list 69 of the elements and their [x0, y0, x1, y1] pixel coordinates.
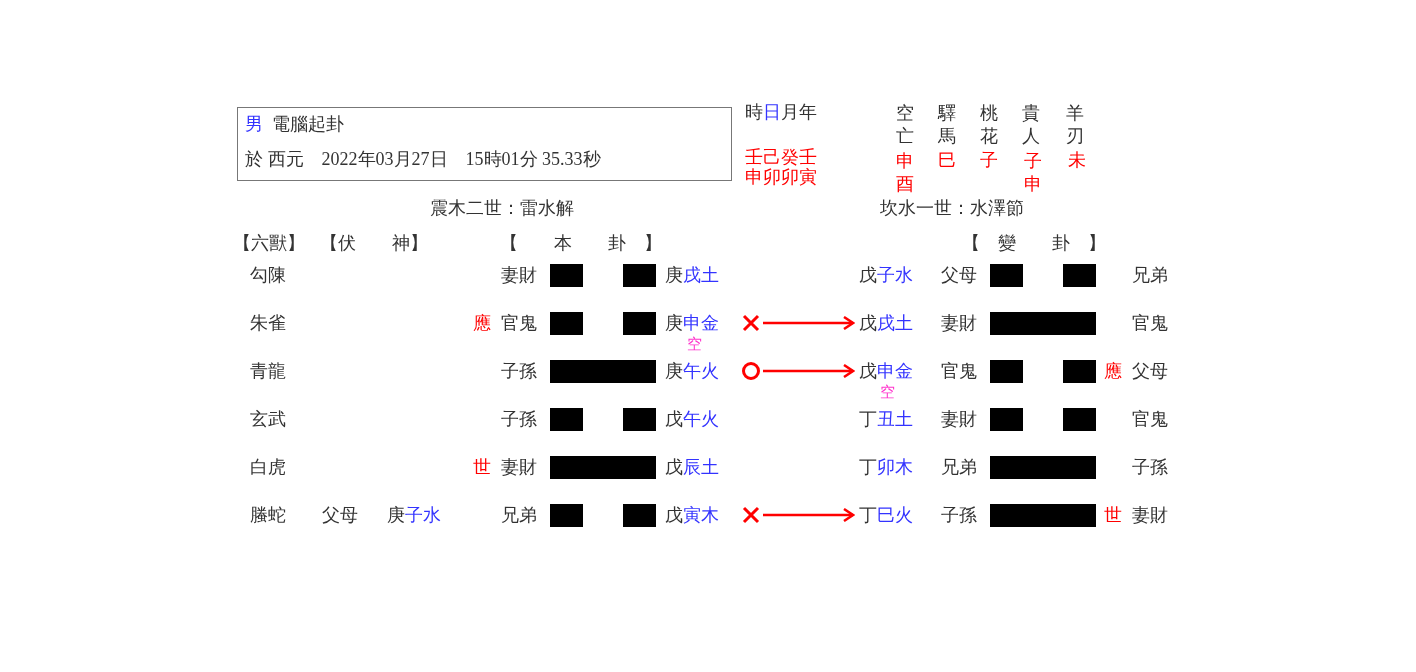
star-heading: 貴人 [1022, 101, 1040, 147]
star-branch: 未 [1068, 149, 1086, 171]
method-label: 電腦起卦 [272, 113, 344, 135]
date-time-label: 於 西元 2022年03月27日 15時01分 35.33秒 [245, 148, 601, 170]
relation-label: 妻財 [941, 408, 977, 430]
relation-label: 妻財 [501, 264, 537, 286]
stem-branch: 戊寅木 [665, 504, 719, 526]
column-header: 【伏 神】 [320, 232, 428, 254]
gender-label: 男 [245, 113, 263, 135]
stem-branch: 丁巳火 [859, 504, 913, 526]
star-branch: 子 [980, 149, 998, 171]
branch-row: 申卯卯寅 [745, 166, 817, 188]
relation-label: 官鬼 [941, 360, 977, 382]
void-mark: 空 [880, 383, 895, 401]
stem-branch: 丁丑土 [859, 408, 913, 430]
spirit-name: 螣蛇 [250, 504, 286, 526]
stem-branch: 戊辰土 [665, 456, 719, 478]
relation-label: 兄弟 [941, 456, 977, 478]
info-box [237, 107, 732, 181]
relation-label: 官鬼 [1132, 408, 1168, 430]
spirit-name: 勾陳 [250, 264, 286, 286]
world-mark: 世 [1104, 504, 1122, 526]
column-header: 【 變 卦 】 [962, 232, 1106, 254]
relation-label: 官鬼 [1132, 312, 1168, 334]
relation-label: 子孫 [501, 360, 537, 382]
stem-branch: 丁卯木 [859, 456, 913, 478]
arrow [763, 507, 855, 523]
relation-label: 兄弟 [1132, 264, 1168, 286]
relation-label: 父母 [941, 264, 977, 286]
star-heading: 桃花 [980, 101, 998, 147]
relation-label: 官鬼 [501, 312, 537, 334]
star-heading: 羊刃 [1066, 101, 1084, 147]
stem-branch: 庚午火 [665, 360, 719, 382]
stem-branch: 庚戌土 [665, 264, 719, 286]
spirit-name: 朱雀 [250, 312, 286, 334]
relation-label: 妻財 [501, 456, 537, 478]
stem-branch: 戊戌土 [859, 312, 913, 334]
star-heading: 驛馬 [938, 101, 956, 147]
spirit-name: 青龍 [250, 360, 286, 382]
relation-label: 妻財 [1132, 504, 1168, 526]
relation-label: 子孫 [1132, 456, 1168, 478]
star-branch: 申酉 [896, 149, 914, 195]
relation-label: 父母 [322, 504, 358, 526]
relation-label: 兄弟 [501, 504, 537, 526]
star-branch: 巳 [938, 149, 956, 171]
response-mark: 應 [473, 312, 491, 334]
pillar-heading: 時日月年 [745, 101, 817, 123]
response-mark: 應 [1104, 360, 1122, 382]
relation-label: 子孫 [501, 408, 537, 430]
arrow [763, 315, 855, 331]
stem-branch: 庚子水 [387, 504, 441, 526]
column-header: 【六獸】 [233, 232, 305, 254]
stem-branch: 戊申金 [859, 360, 913, 382]
relation-label: 妻財 [941, 312, 977, 334]
star-branch: 子申 [1024, 149, 1042, 195]
hexagram-title: 坎水一世：水澤節 [880, 197, 1024, 219]
spirit-name: 白虎 [250, 456, 286, 478]
relation-label: 子孫 [941, 504, 977, 526]
relation-label: 父母 [1132, 360, 1168, 382]
stem-branch: 戊子水 [859, 264, 913, 286]
star-heading: 空亡 [896, 101, 914, 147]
stem-branch: 庚申金 [665, 312, 719, 334]
void-mark: 空 [687, 335, 702, 353]
hexagram-title: 震木二世：雷水解 [430, 197, 574, 219]
spirit-name: 玄武 [250, 408, 286, 430]
stem-branch: 戊午火 [665, 408, 719, 430]
arrow [763, 363, 855, 379]
column-header: 【 本 卦 】 [500, 232, 662, 254]
world-mark: 世 [473, 456, 491, 478]
